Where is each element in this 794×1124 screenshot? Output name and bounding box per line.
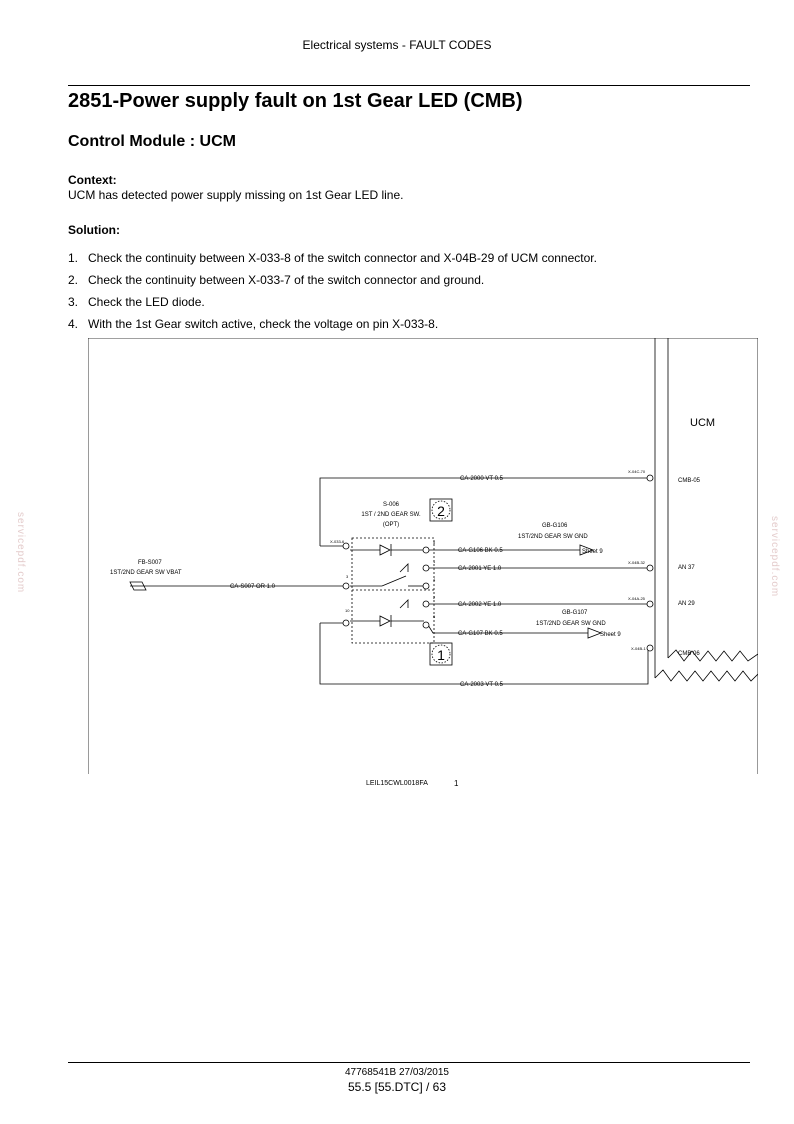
ground-g106-name: 1ST/2ND GEAR SW GND: [518, 534, 588, 540]
ucm-pin-an29: AN 29: [678, 601, 695, 607]
pin-number: 4: [433, 577, 436, 582]
fault-title: 2851-Power supply fault on 1st Gear LED …: [68, 90, 523, 112]
pin-number: 5: [433, 540, 436, 545]
figure-caption: LEIL15CWL0018FA: [366, 780, 428, 787]
wire-label: CA-S007 OR 1.0: [230, 584, 276, 590]
page-header: Electrical systems - FAULT CODES: [302, 38, 492, 52]
header-rule: [68, 85, 750, 86]
control-module-heading: Control Module : UCM: [68, 133, 236, 150]
ucm-pin-cmb05: CMB-05: [678, 478, 701, 484]
ground-g106-sheet: Sheet 9: [582, 549, 603, 555]
solution-step: 2.Check the continuity between X-033-7 o…: [68, 273, 485, 287]
ground-g107-id: GB-G107: [562, 610, 588, 616]
wire-label: CA-2000 VT 0.5: [460, 476, 504, 482]
switch-opt: (OPT): [383, 522, 399, 528]
watermark-left: servicepdf.com: [15, 512, 26, 594]
ucm-pin-an37: AN 37: [678, 565, 695, 571]
ucm-connector: X-04B-32: [628, 560, 646, 565]
ground-g107-sheet: Sheet 9: [600, 632, 621, 638]
switch-name: 1ST / 2ND GEAR SW.: [361, 512, 421, 518]
footer-doc-id: 47768541B 27/03/2015: [345, 1067, 449, 1078]
ground-g107-name: 1ST/2ND GEAR SW GND: [536, 621, 606, 627]
ucm-connector: X-04C-70: [628, 469, 646, 474]
figure-number: 1: [454, 779, 459, 788]
wiring-diagram: 2 1 UCM CMB-05 AN 37 AN 29 CMB 06 X-04C-…: [88, 338, 758, 774]
solution-step: 3.Check the LED diode.: [68, 295, 205, 309]
ucm-pin-cmb06: CMB 06: [678, 651, 700, 657]
wire-label: CA-G106 BK 0.5: [458, 548, 503, 554]
footer-page-number: 55.5 [55.DTC] / 63: [347, 1080, 447, 1094]
fuse-id: FB-S007: [138, 560, 162, 566]
marker-2: 2: [437, 503, 445, 519]
pin-number: 2: [433, 595, 436, 600]
fuse-name: 1ST/2ND GEAR SW VBAT: [110, 570, 182, 576]
switch-id: S-006: [383, 502, 400, 508]
footer-rule: [68, 1062, 750, 1063]
ucm-connector: X-04A-25: [628, 596, 646, 601]
ucm-label: UCM: [690, 417, 715, 429]
marker-1: 1: [437, 647, 445, 663]
ucm-connector: X-04B-1: [631, 646, 646, 651]
pin-number: 10: [345, 608, 350, 613]
watermark-right: servicepdf.com: [769, 516, 780, 598]
solution-step: 1.Check the continuity between X-033-8 o…: [68, 251, 597, 265]
wire-label: CA-2001 YE 1.0: [458, 566, 502, 572]
solution-step: 4.With the 1st Gear switch active, check…: [68, 317, 439, 331]
wire-label: CA-2003 VT 0.5: [460, 682, 504, 688]
pin-number: 3: [346, 574, 349, 579]
pin-number: 1: [433, 559, 436, 564]
pin-number: 6: [433, 614, 436, 619]
solution-steps: 1.Check the continuity between X-033-8 o…: [68, 251, 597, 339]
ground-g106-id: GB-G106: [542, 523, 568, 529]
switch-connector: X-033-6: [330, 539, 345, 544]
solution-label: Solution:: [68, 223, 120, 237]
wire-label: CA-G107 BK 0.5: [458, 631, 503, 637]
context-label: Context:: [68, 173, 117, 187]
context-text: UCM has detected power supply missing on…: [68, 188, 404, 202]
wire-label: CA-2002 YE 1.0: [458, 602, 502, 608]
